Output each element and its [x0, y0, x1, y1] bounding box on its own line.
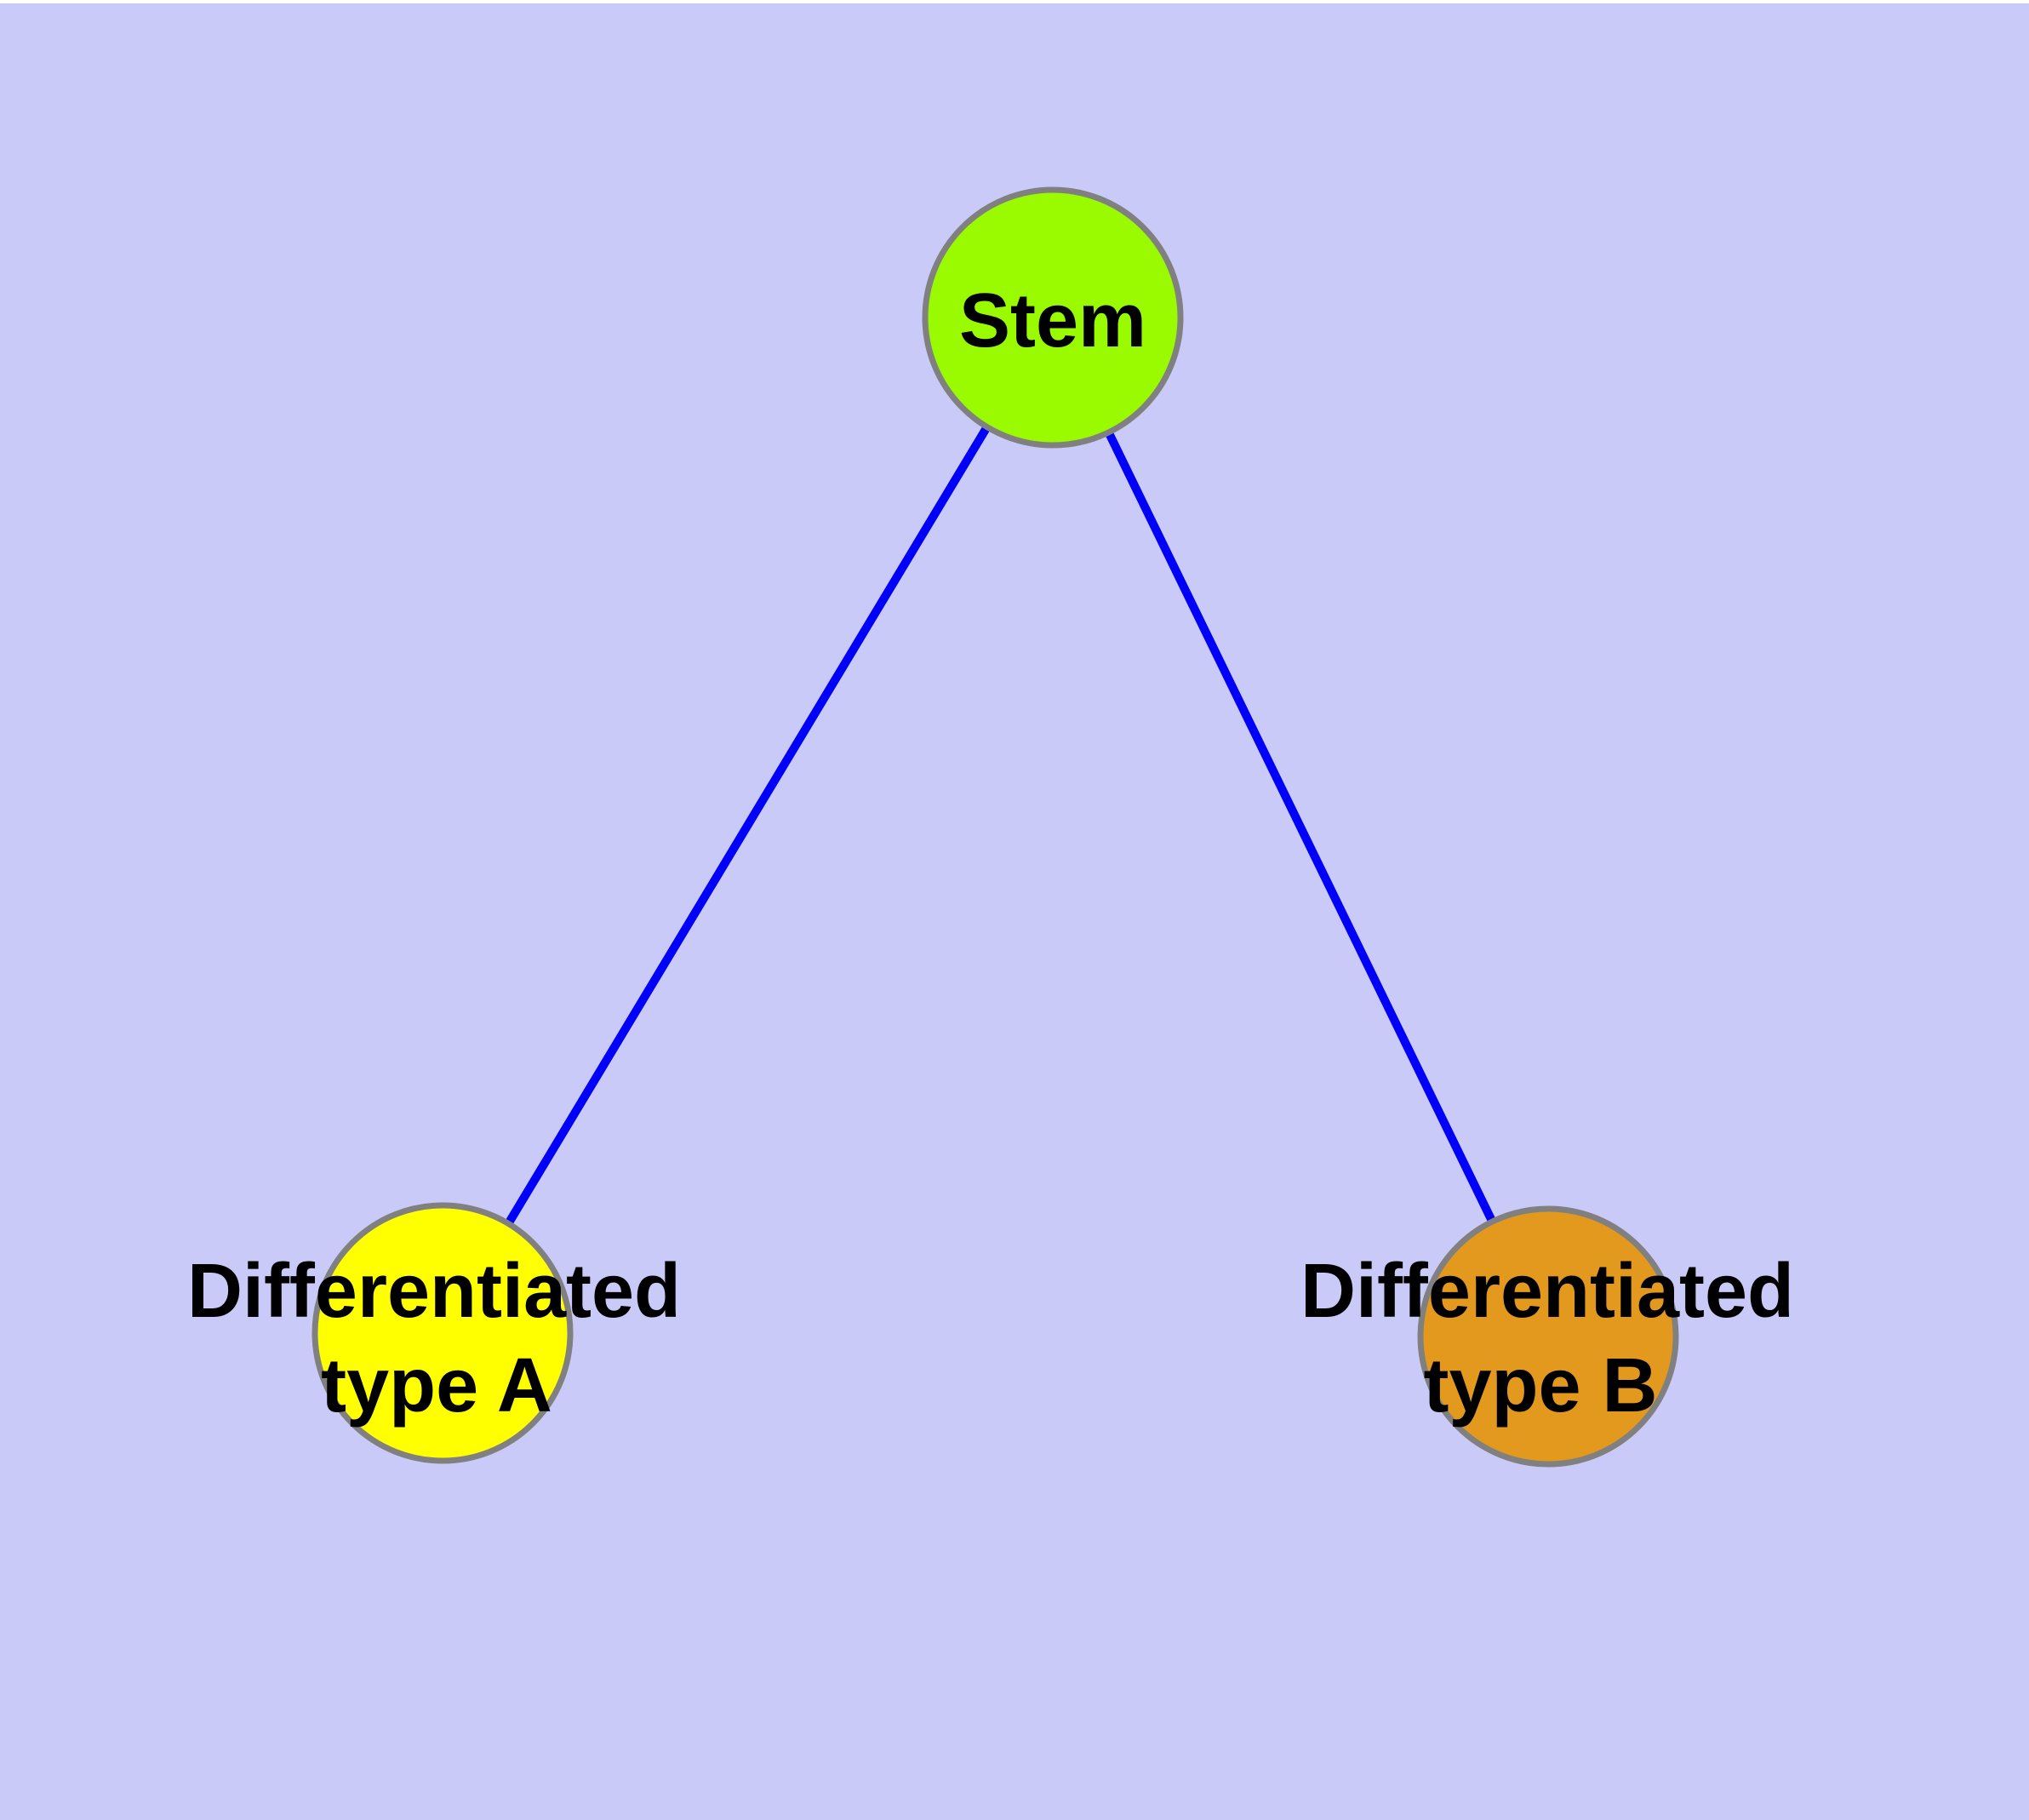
node-type-b-label-line2: type B	[1423, 1343, 1657, 1428]
node-differentiated-type-a	[311, 1202, 574, 1464]
node-differentiated-type-b	[1417, 1205, 1679, 1468]
node-stem-label: Stem	[959, 278, 1146, 363]
node-type-a-label-line1: Differentiated	[187, 1249, 681, 1334]
node-type-a-label-line2: type A	[321, 1343, 552, 1428]
edge-stem-to-type-a	[438, 315, 1057, 1336]
edge-stem-to-type-b	[1049, 315, 1552, 1339]
node-type-b-label-line1: Differentiated	[1300, 1249, 1794, 1334]
node-stem	[922, 186, 1184, 449]
